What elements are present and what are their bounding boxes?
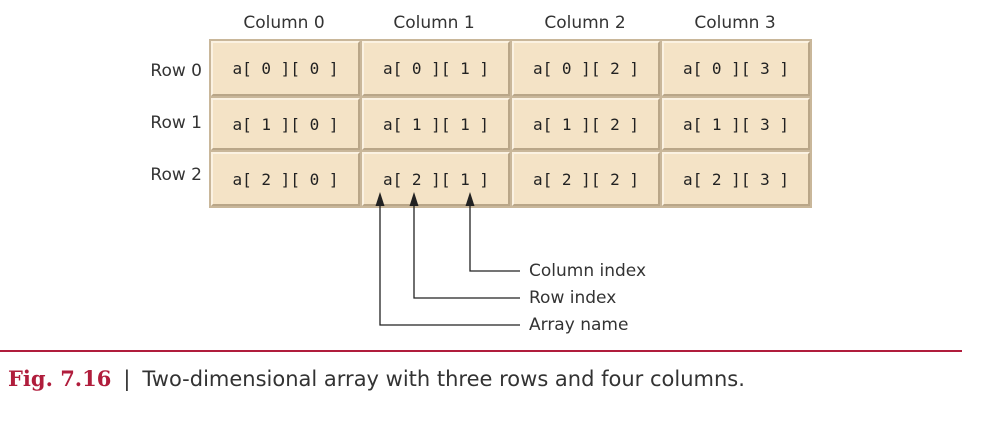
figure-caption: Fig. 7.16 | Two-dimensional array with thr… bbox=[8, 366, 745, 391]
array-cell: a[ 2 ][ 3 ] bbox=[662, 152, 810, 206]
caption-rule bbox=[0, 350, 962, 352]
row-label-2: Row 2 bbox=[150, 165, 202, 185]
array-cell: a[ 1 ][ 2 ] bbox=[512, 98, 660, 150]
array-cell: a[ 1 ][ 0 ] bbox=[211, 98, 360, 150]
array-cell: a[ 0 ][ 2 ] bbox=[512, 41, 660, 96]
column-header-0: Column 0 bbox=[243, 13, 325, 33]
row-index-label: Row index bbox=[529, 288, 617, 308]
array-cell: a[ 2 ][ 1 ] bbox=[362, 152, 510, 206]
caption-text: Two-dimensional array with three rows an… bbox=[142, 367, 745, 391]
array-name-arrowhead bbox=[375, 192, 385, 206]
array-cell: a[ 0 ][ 1 ] bbox=[362, 41, 510, 96]
array-name-pointer bbox=[379, 204, 520, 326]
array-cell: a[ 2 ][ 2 ] bbox=[512, 152, 660, 206]
row-index-arrowhead bbox=[409, 192, 419, 206]
array-cell: a[ 2 ][ 0 ] bbox=[211, 152, 360, 206]
column-index-label: Column index bbox=[529, 261, 647, 281]
column-header-2: Column 2 bbox=[544, 13, 626, 33]
array-cell: a[ 0 ][ 0 ] bbox=[211, 41, 360, 96]
column-index-arrowhead bbox=[465, 192, 475, 206]
array-name-label: Array name bbox=[529, 315, 629, 335]
caption-separator: | bbox=[123, 367, 131, 391]
figure-label: Fig. 7.16 bbox=[8, 366, 112, 391]
column-header-3: Column 3 bbox=[694, 13, 776, 33]
column-header-1: Column 1 bbox=[393, 13, 475, 33]
array-cell: a[ 1 ][ 3 ] bbox=[662, 98, 810, 150]
row-label-0: Row 0 bbox=[150, 61, 202, 81]
row-index-pointer bbox=[413, 204, 520, 299]
array-cell: a[ 0 ][ 3 ] bbox=[662, 41, 810, 96]
row-label-1: Row 1 bbox=[150, 113, 202, 133]
column-index-pointer bbox=[469, 204, 520, 272]
array-cell: a[ 1 ][ 1 ] bbox=[362, 98, 510, 150]
